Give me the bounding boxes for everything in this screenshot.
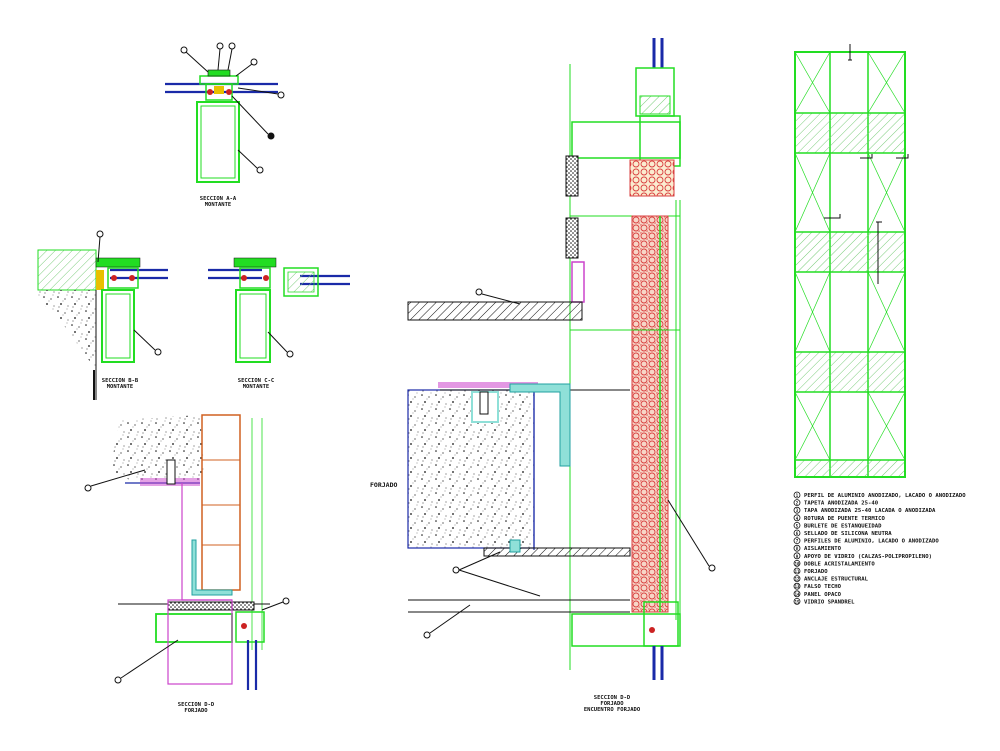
section-bb: SECCION B-B MONTANTE	[37, 230, 168, 400]
legend-marker	[793, 499, 801, 507]
section-dd-main: FORJADO SECCION D-D FORJADO ENCUENTRO FO…	[370, 38, 716, 713]
section-cc-title: SECCION C-C	[238, 378, 274, 384]
legend-text: ANCLAJE ESTRUCTURAL	[804, 577, 869, 583]
legend-marker	[793, 598, 801, 605]
legend-number: 6	[796, 531, 799, 536]
legend-number: 13	[795, 584, 800, 589]
section-bb-subtitle: MONTANTE	[107, 384, 134, 390]
section-aa: SECCION A-A MONTANTE	[165, 42, 285, 208]
legend-item: 10 DOBLE ACRISTALAMIENTO	[793, 560, 875, 567]
legend-item: 14 PANEL OPACO	[793, 590, 842, 598]
legend-marker	[793, 522, 801, 529]
legend-marker	[793, 491, 801, 499]
section-cc-subtitle: MONTANTE	[243, 384, 270, 390]
legend-marker	[793, 590, 801, 598]
section-dd-left: SECCION D-D FORJADO	[84, 414, 290, 714]
legend-item: 2 TAPETA ANODIZADA 25-40	[793, 499, 879, 507]
section-dd-left-title: SECCION D-D	[178, 702, 215, 708]
legend-marker	[793, 567, 801, 575]
legend-text: AISLAMIENTO	[804, 546, 842, 552]
legend-marker	[793, 552, 801, 560]
legend-item: 1 PERFIL DE ALUMINIO ANODIZADO, LACADO O …	[793, 491, 966, 499]
legend-text: SELLADO DE SILICONA NEUTRA	[804, 531, 892, 537]
legend-number: 1	[796, 493, 799, 498]
legend: 1 PERFIL DE ALUMINIO ANODIZADO, LACADO O …	[793, 491, 966, 605]
legend-item: 4 ROTURA DE PUENTE TERMICO	[793, 514, 885, 522]
section-aa-subtitle: MONTANTE	[205, 202, 232, 208]
legend-marker	[793, 582, 801, 590]
legend-item: 9 APOYO DE VIDRIO (CALZAS-POLIPROPILENO)	[793, 552, 932, 560]
legend-item: 7 PERFILES DE ALUMINIO, LACADO O ANODIZAD…	[793, 537, 939, 545]
legend-number: 9	[796, 554, 799, 559]
legend-number: 7	[796, 539, 799, 544]
legend-number: 3	[796, 508, 799, 513]
legend-marker	[793, 506, 801, 514]
legend-item: 5 BURLETE DE ESTANQUEIDAD	[793, 522, 882, 529]
legend-item: 12 ANCLAJE ESTRUCTURAL	[793, 575, 869, 583]
legend-text: FORJADO	[804, 569, 828, 575]
legend-text: PERFILES DE ALUMINIO, LACADO O ANODIZADO	[804, 539, 939, 545]
legend-item: 6 SELLADO DE SILICONA NEUTRA	[793, 529, 892, 537]
legend-number: 14	[795, 592, 800, 597]
section-dd-left-subtitle: FORJADO	[184, 708, 208, 714]
legend-number: 8	[796, 546, 799, 551]
legend-marker	[793, 575, 801, 582]
facade-elevation	[794, 44, 909, 478]
section-dd-main-note: ENCUENTRO FORJADO	[584, 707, 641, 713]
legend-marker	[793, 544, 801, 552]
section-cc: SECCION C-C MONTANTE	[208, 257, 350, 390]
legend-text: APOYO DE VIDRIO (CALZAS-POLIPROPILENO)	[804, 554, 932, 560]
legend-number: 2	[796, 501, 799, 506]
legend-number: 5	[796, 523, 799, 528]
section-aa-title: SECCION A-A	[200, 196, 237, 202]
legend-marker	[793, 560, 801, 567]
legend-text: BURLETE DE ESTANQUEIDAD	[804, 523, 882, 529]
legend-text: ROTURA DE PUENTE TERMICO	[804, 516, 885, 522]
legend-number: 4	[796, 516, 799, 521]
legend-item: 3 TAPA ANODIZADA 25-40 LACADA O ANODIZADA	[793, 506, 936, 514]
legend-text: PERFIL DE ALUMINIO ANODIZADO, LACADO O A…	[804, 493, 966, 499]
legend-marker	[793, 529, 801, 537]
section-dd-main-subtitle: FORJADO	[600, 701, 624, 707]
legend-item: 15 VIDRIO SPANDREL	[793, 598, 855, 605]
section-dd-main-title: SECCION D-D	[594, 695, 631, 701]
legend-text: DOBLE ACRISTALAMIENTO	[804, 561, 875, 567]
legend-text: FALSO TECHO	[804, 584, 842, 590]
legend-marker	[793, 537, 801, 544]
legend-item: 8 AISLAMIENTO	[793, 544, 842, 552]
legend-number: 15	[795, 599, 800, 604]
legend-marker	[793, 514, 801, 522]
section-bb-title: SECCION B-B	[102, 378, 139, 384]
legend-item: 11 FORJADO	[793, 567, 828, 575]
legend-number: 10	[795, 561, 800, 566]
legend-number: 12	[795, 577, 800, 582]
legend-text: VIDRIO SPANDREL	[804, 599, 855, 605]
legend-text: PANEL OPACO	[804, 592, 842, 598]
legend-text: TAPA ANODIZADA 25-40 LACADA O ANODIZADA	[804, 508, 936, 514]
legend-text: TAPETA ANODIZADA 25-40	[804, 501, 879, 507]
legend-item: 13 FALSO TECHO	[793, 582, 842, 590]
forjado-label: FORJADO	[370, 481, 397, 489]
legend-number: 11	[795, 569, 800, 574]
